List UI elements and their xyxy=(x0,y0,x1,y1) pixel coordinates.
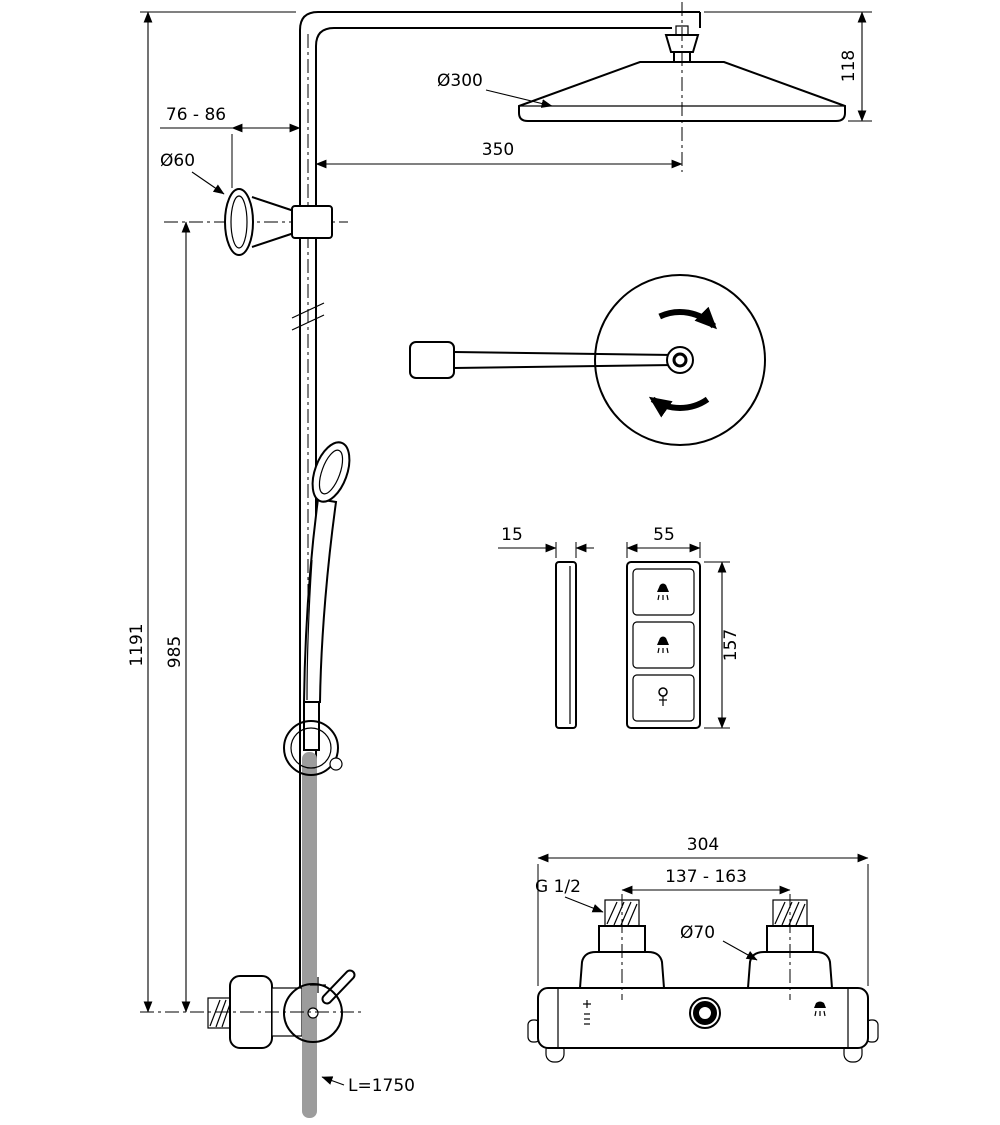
hand-shower-icon xyxy=(658,687,668,706)
wall-flange xyxy=(409,341,455,379)
dimension-arm-reach: 350 xyxy=(315,140,683,169)
shower-hose xyxy=(302,752,317,1118)
dim-label-total-height: 1191 xyxy=(127,623,147,666)
hand-shower-connector xyxy=(303,701,320,751)
temperature-scale-icon xyxy=(583,1000,591,1025)
dim-label-inlet-thread: G 1/2 xyxy=(535,877,581,897)
wall-bracket xyxy=(164,188,348,256)
label-hose-length: L=1750 xyxy=(321,1076,415,1096)
mixer-handle xyxy=(283,969,356,1043)
dim-label-mixer-width: 304 xyxy=(687,835,719,855)
dimension-panel-width: 55 xyxy=(626,525,701,558)
dimension-total-height: 1191 xyxy=(127,11,296,1013)
slider-clamp xyxy=(283,720,343,776)
shower-arm xyxy=(453,351,675,356)
inlet-nipple xyxy=(207,997,231,1029)
dim-label-panel-height: 157 xyxy=(721,629,741,661)
label-escutcheon-diameter: Ø70 xyxy=(680,923,758,961)
dim-label-wall-offset: 76 - 86 xyxy=(166,105,226,125)
dimension-panel-height: 157 xyxy=(704,561,741,729)
dim-label-hose-length: L=1750 xyxy=(348,1076,415,1096)
hand-shower xyxy=(302,441,351,751)
control-panel-side xyxy=(555,561,577,729)
overhead-shower-front xyxy=(409,274,766,446)
dim-label-head-diameter: Ø300 xyxy=(437,71,483,91)
dim-label-panel-depth: 15 xyxy=(501,525,523,545)
dim-label-arm-reach: 350 xyxy=(482,140,514,160)
dimension-wall-offset: 76 - 86 xyxy=(160,105,301,188)
overhead-shower-side xyxy=(518,2,846,172)
rain-shower-icon xyxy=(657,583,669,601)
rain-shower-icon xyxy=(657,636,669,654)
dim-label-head-height: 118 xyxy=(839,50,859,82)
dimension-mixer-width: 304 xyxy=(537,835,869,986)
rotation-arrows-icon xyxy=(648,306,718,418)
control-panel-front xyxy=(626,561,701,729)
dim-label-inlet-spacing: 137 - 163 xyxy=(665,867,747,887)
dim-label-panel-width: 55 xyxy=(653,525,675,545)
dimension-panel-depth: 15 xyxy=(498,525,594,558)
hand-shower-head xyxy=(311,441,351,503)
dimension-head-height: 118 xyxy=(704,11,872,122)
dimension-inlet-spacing: 137 - 163 xyxy=(621,867,791,1000)
label-inlet-thread: G 1/2 xyxy=(535,877,604,913)
dim-label-escutcheon-diameter: Ø70 xyxy=(680,923,715,943)
dim-label-bracket-height: 985 xyxy=(165,636,185,668)
label-head-diameter: Ø300 xyxy=(437,71,553,108)
label-bracket-diameter: Ø60 xyxy=(160,151,225,195)
dim-label-bracket-diameter: Ø60 xyxy=(160,151,195,171)
pipe-break-symbol xyxy=(291,302,325,331)
shower-mode-icon xyxy=(814,1001,826,1017)
dimension-bracket-height: 985 xyxy=(165,221,191,1013)
